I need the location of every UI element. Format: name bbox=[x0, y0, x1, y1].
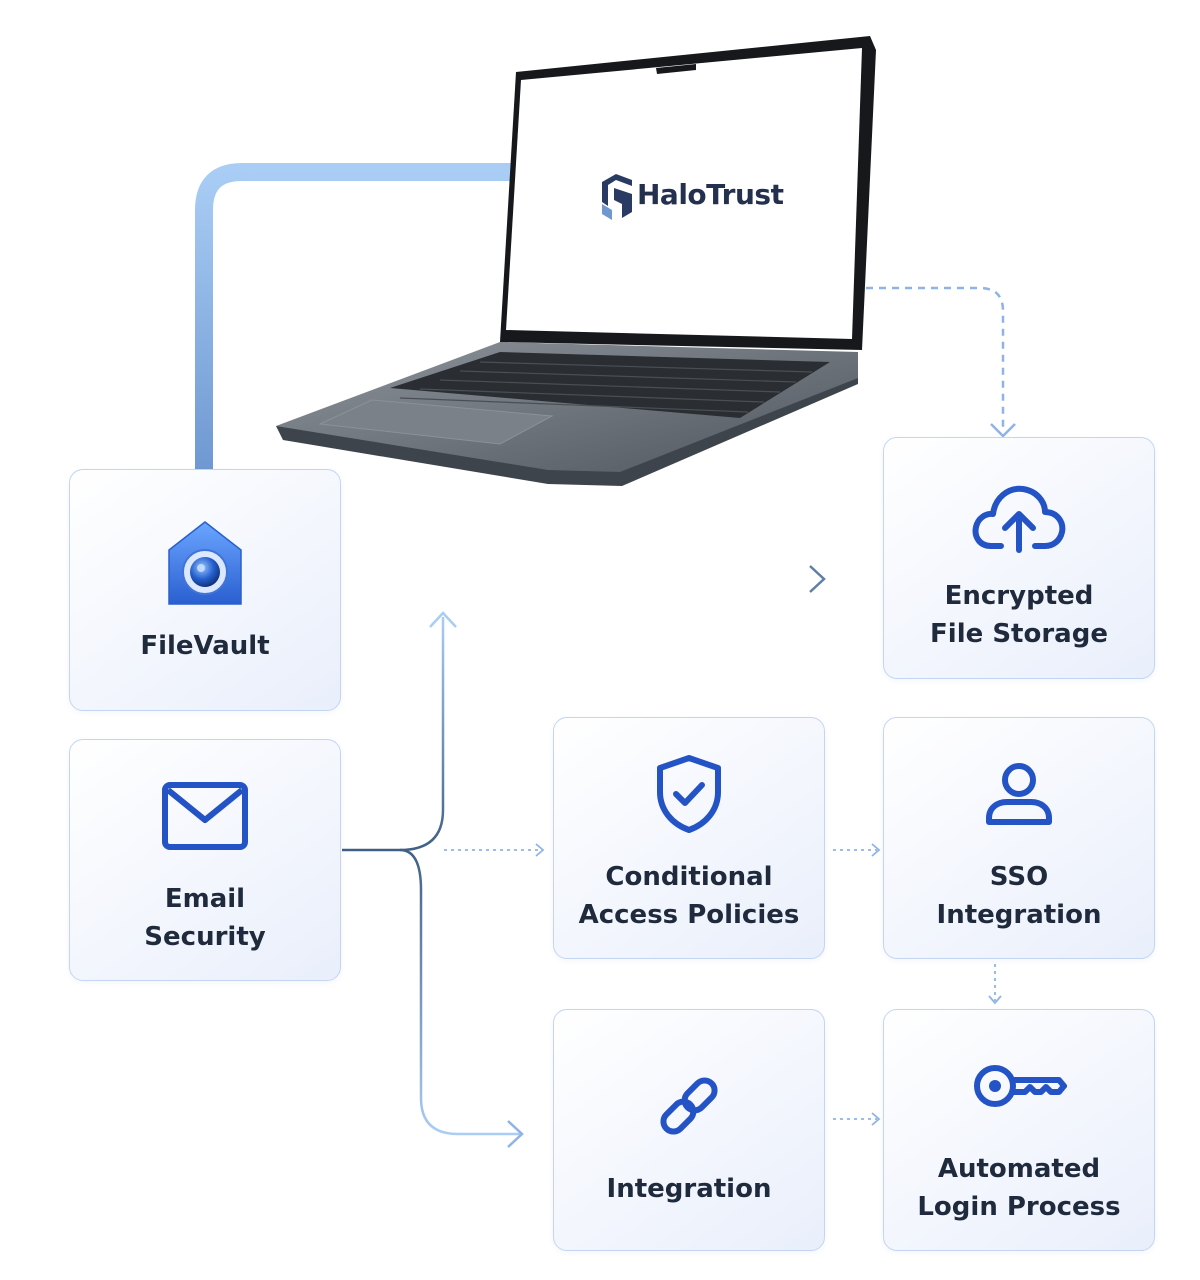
integration-to-login-connector bbox=[833, 1112, 881, 1126]
integration-card: Integration bbox=[553, 1009, 825, 1251]
filevault-label: FileVault bbox=[140, 631, 270, 661]
email-security-label: Email Security bbox=[144, 884, 266, 952]
integration-label: Integration bbox=[606, 1174, 772, 1204]
email-to-conditional-connector bbox=[444, 843, 545, 857]
conditional-to-sso-connector bbox=[833, 843, 881, 857]
automated-login-process-card: Automated Login Process bbox=[883, 1009, 1155, 1251]
laptop-to-storage-connector bbox=[866, 286, 1005, 432]
sso-integration-label: SSO Integration bbox=[936, 862, 1102, 930]
key-icon bbox=[974, 1065, 1067, 1107]
shield-check-icon bbox=[657, 755, 721, 833]
automated-login-process-label: Automated Login Process bbox=[917, 1154, 1121, 1222]
encrypted-file-storage-card: Encrypted File Storage bbox=[883, 437, 1155, 679]
cloud-upload-icon bbox=[972, 485, 1066, 553]
sso-to-login-connector bbox=[988, 964, 1002, 1005]
email-security-card: Email Security bbox=[69, 739, 341, 981]
user-icon bbox=[986, 763, 1052, 825]
filevault-icon bbox=[168, 521, 242, 605]
conditional-access-policies-card: Conditional Access Policies bbox=[553, 717, 825, 959]
email-branch-connector bbox=[342, 617, 445, 852]
link-icon bbox=[660, 1077, 718, 1135]
sso-integration-card: SSO Integration bbox=[883, 717, 1155, 959]
encrypted-file-storage-label: Encrypted File Storage bbox=[930, 581, 1108, 649]
conditional-access-policies-label: Conditional Access Policies bbox=[578, 862, 800, 930]
envelope-icon bbox=[162, 782, 248, 850]
brand-name: HaloTrust bbox=[637, 178, 784, 211]
halotrust-logo-icon bbox=[602, 174, 632, 220]
filevault-card: FileVault bbox=[69, 469, 341, 711]
filevault-to-laptop-connector bbox=[195, 163, 515, 470]
laptop-illustration bbox=[276, 36, 876, 486]
